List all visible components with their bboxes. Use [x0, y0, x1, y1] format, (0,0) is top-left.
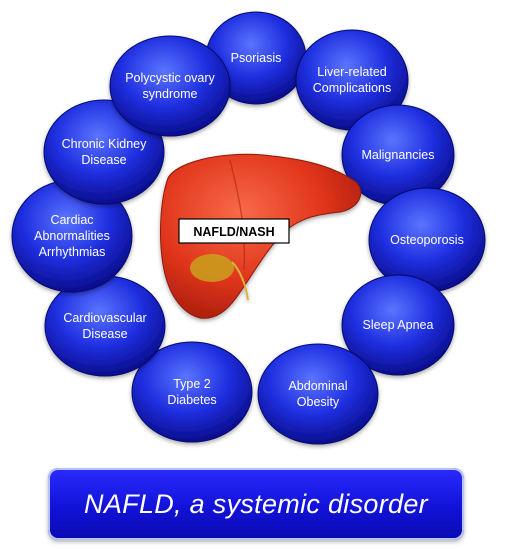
center-label-box: NAFLD/NASH [178, 218, 290, 244]
center-label: NAFLD/NASH [193, 225, 274, 239]
oval-sleep-apnea: Sleep Apnea [341, 274, 455, 376]
diagram-canvas: PsoriasisLiver-relatedComplicationsMalig… [11, 11, 486, 445]
oval-label: Type 2 [173, 377, 211, 391]
oval-shape [131, 341, 253, 443]
oval-label: Diabetes [167, 393, 216, 407]
oval-label: Polycystic ovary [125, 71, 215, 85]
oval-label: Malignancies [362, 148, 435, 162]
oval-label: Abnormalities [34, 229, 110, 243]
oval-label: Chronic Kidney [62, 137, 148, 151]
oval-type-2-diabetes: Type 2 Diabetes [131, 341, 253, 443]
oval-label: Sleep Apnea [363, 318, 434, 332]
oval-label: Arrhythmias [39, 245, 106, 259]
oval-label: Liver-related [317, 65, 387, 79]
oval-label: Cardiovascular [63, 311, 146, 325]
oval-label: Obesity [297, 395, 340, 409]
banner-text: NAFLD, a systemic disorder [84, 488, 428, 519]
oval-label: syndrome [143, 87, 198, 101]
oval-polycystic-ovary-syndrome: Polycystic ovary syndrome [109, 35, 231, 137]
oval-label: Psoriasis [231, 51, 282, 65]
oval-shape [341, 274, 455, 376]
oval-label: Disease [81, 153, 126, 167]
oval-label: Cardiac [50, 213, 93, 227]
banner: NAFLD, a systemic disorder [48, 468, 464, 540]
oval-label: Osteoporosis [390, 233, 464, 247]
oval-label: Abdominal [288, 379, 347, 393]
oval-label: Complications [313, 81, 392, 95]
oval-label: Disease [82, 327, 127, 341]
oval-shape [257, 343, 379, 445]
oval-shape [109, 35, 231, 137]
ovals-layer: PsoriasisLiver-relatedComplicationsMalig… [11, 11, 486, 445]
oval-osteoporosis: Osteoporosis [368, 187, 486, 293]
